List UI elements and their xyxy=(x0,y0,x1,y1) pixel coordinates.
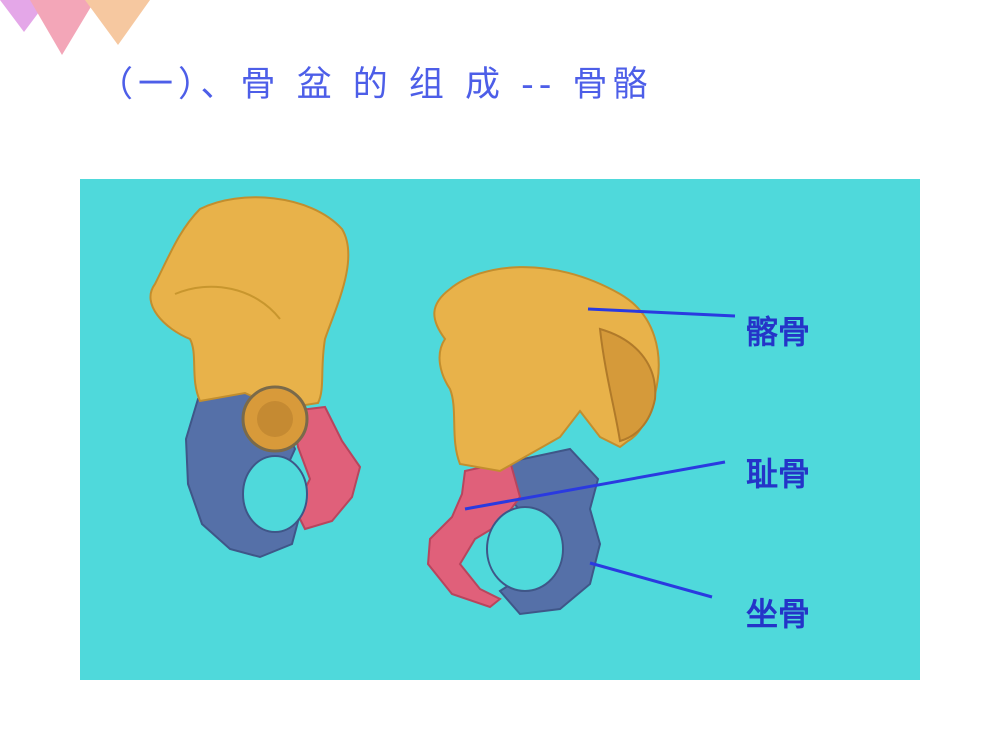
left-pubis xyxy=(290,405,362,531)
pubis-label: 耻骨 xyxy=(746,455,811,493)
pelvis-bone-illustration: 髂骨 耻骨 坐骨 xyxy=(80,179,920,680)
ischium-pointer-line xyxy=(589,561,713,599)
corner-decoration xyxy=(0,0,150,55)
right-pubis xyxy=(426,459,522,609)
left-ilium xyxy=(149,196,350,411)
right-ilium xyxy=(433,266,660,473)
left-obturator-foramen xyxy=(242,455,308,533)
hip-bone-drawing xyxy=(149,196,736,616)
pubis-pointer-line xyxy=(464,460,726,511)
ilium-pointer-line xyxy=(587,307,736,318)
left-hip-bone xyxy=(149,196,362,559)
ischium-label: 坐骨 xyxy=(746,595,811,633)
right-hip-bone xyxy=(426,266,660,616)
page-title: （一）、骨 盆 的 组 成 -- 骨骼 xyxy=(98,65,653,105)
right-obturator-foramen xyxy=(486,506,564,592)
right-iliac-tuberosity xyxy=(598,327,657,443)
ilium-label: 髂骨 xyxy=(746,313,811,351)
